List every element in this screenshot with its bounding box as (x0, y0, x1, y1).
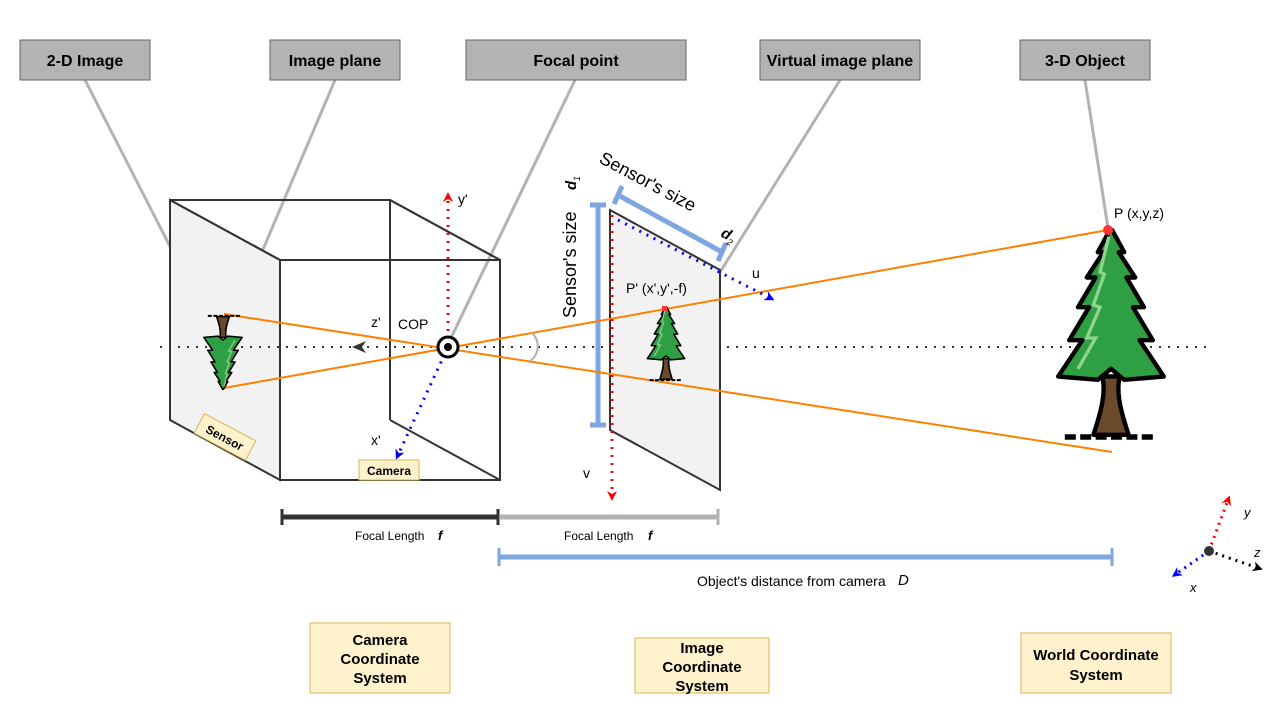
point-p (1103, 225, 1113, 235)
world-y-label: y (1243, 505, 1252, 520)
point-p-prime (662, 306, 667, 311)
callout-2d-image: 2-D Image (19, 39, 151, 81)
world-x-label: x (1189, 580, 1197, 595)
camera-cs-line-1: Camera (352, 632, 408, 649)
world-coordinate-system-note: World Coordinate System (1020, 632, 1172, 694)
world-z-label: z (1253, 545, 1261, 560)
z-prime-arrowhead (352, 341, 366, 353)
focal-length-bar-camera (280, 509, 500, 525)
p-prime-label: P' (x',y',-f) (626, 280, 687, 296)
d1-subscript: 1 (572, 176, 582, 181)
z-prime-label: z' (371, 314, 381, 330)
sensor-size-diagonal-label: Sensor's size (596, 148, 699, 216)
object-distance-bar (497, 548, 1114, 566)
d2-subscript: 2 (724, 236, 734, 248)
p-label: P (x,y,z) (1114, 205, 1164, 221)
focal-length-label-1: Focal Length (355, 529, 424, 543)
focal-length-bar-image (500, 509, 720, 525)
focal-length-label-2: Focal Length (564, 529, 633, 543)
image-cs-line-1: Image (680, 640, 723, 657)
camera-cs-line-3: System (353, 670, 406, 687)
callout-virtual-image-plane-text: Virtual image plane (767, 53, 914, 70)
callout-3d-object: 3-D Object (1019, 39, 1151, 81)
callout-focal-point-text: Focal point (533, 53, 619, 70)
image-coordinate-system-note: Image Coordinate System (634, 637, 770, 695)
d1-letter: d (563, 180, 580, 190)
cop-focal-point (436, 335, 460, 359)
world-axes-gizmo: y z x (1171, 495, 1263, 595)
d1-symbol: d 1 (563, 176, 582, 190)
sensor-size-diagonal (611, 184, 729, 263)
cop-label: COP (398, 316, 428, 332)
object-distance-symbol: D (898, 572, 909, 589)
world-cs-line-2: System (1069, 667, 1122, 684)
focal-length-symbol-1: f (438, 528, 444, 543)
camera-coordinate-system-note: Camera Coordinate System (309, 622, 451, 694)
camera-note: Camera (358, 459, 420, 481)
camera-cs-line-2: Coordinate (340, 651, 419, 668)
callout-2d-image-text: 2-D Image (47, 53, 124, 70)
callout-virtual-image-plane: Virtual image plane (759, 39, 921, 81)
d2-symbol: d 2 (718, 225, 735, 248)
sensor-size-vertical-label: Sensor's size (560, 212, 580, 318)
focal-length-symbol-2: f (648, 528, 654, 543)
object-distance-label: Object's distance from camera (697, 573, 886, 589)
image-cs-line-3: System (675, 678, 728, 695)
callout-3d-object-text: 3-D Object (1045, 53, 1126, 70)
v-label: v (583, 465, 590, 481)
image-cs-line-2: Coordinate (662, 659, 741, 676)
callout-focal-point: Focal point (465, 39, 687, 81)
callout-image-plane: Image plane (269, 39, 401, 81)
u-label: u (752, 265, 760, 281)
camera-label: Camera (367, 464, 411, 478)
world-cs-line-1: World Coordinate (1033, 647, 1159, 664)
sensor-size-vertical (590, 202, 606, 428)
object-tree-3d (1058, 228, 1164, 437)
y-prime-label: y' (458, 191, 468, 207)
callout-image-plane-text: Image plane (289, 53, 382, 70)
angle-arc (529, 332, 539, 362)
x-prime-label: x' (371, 432, 381, 448)
